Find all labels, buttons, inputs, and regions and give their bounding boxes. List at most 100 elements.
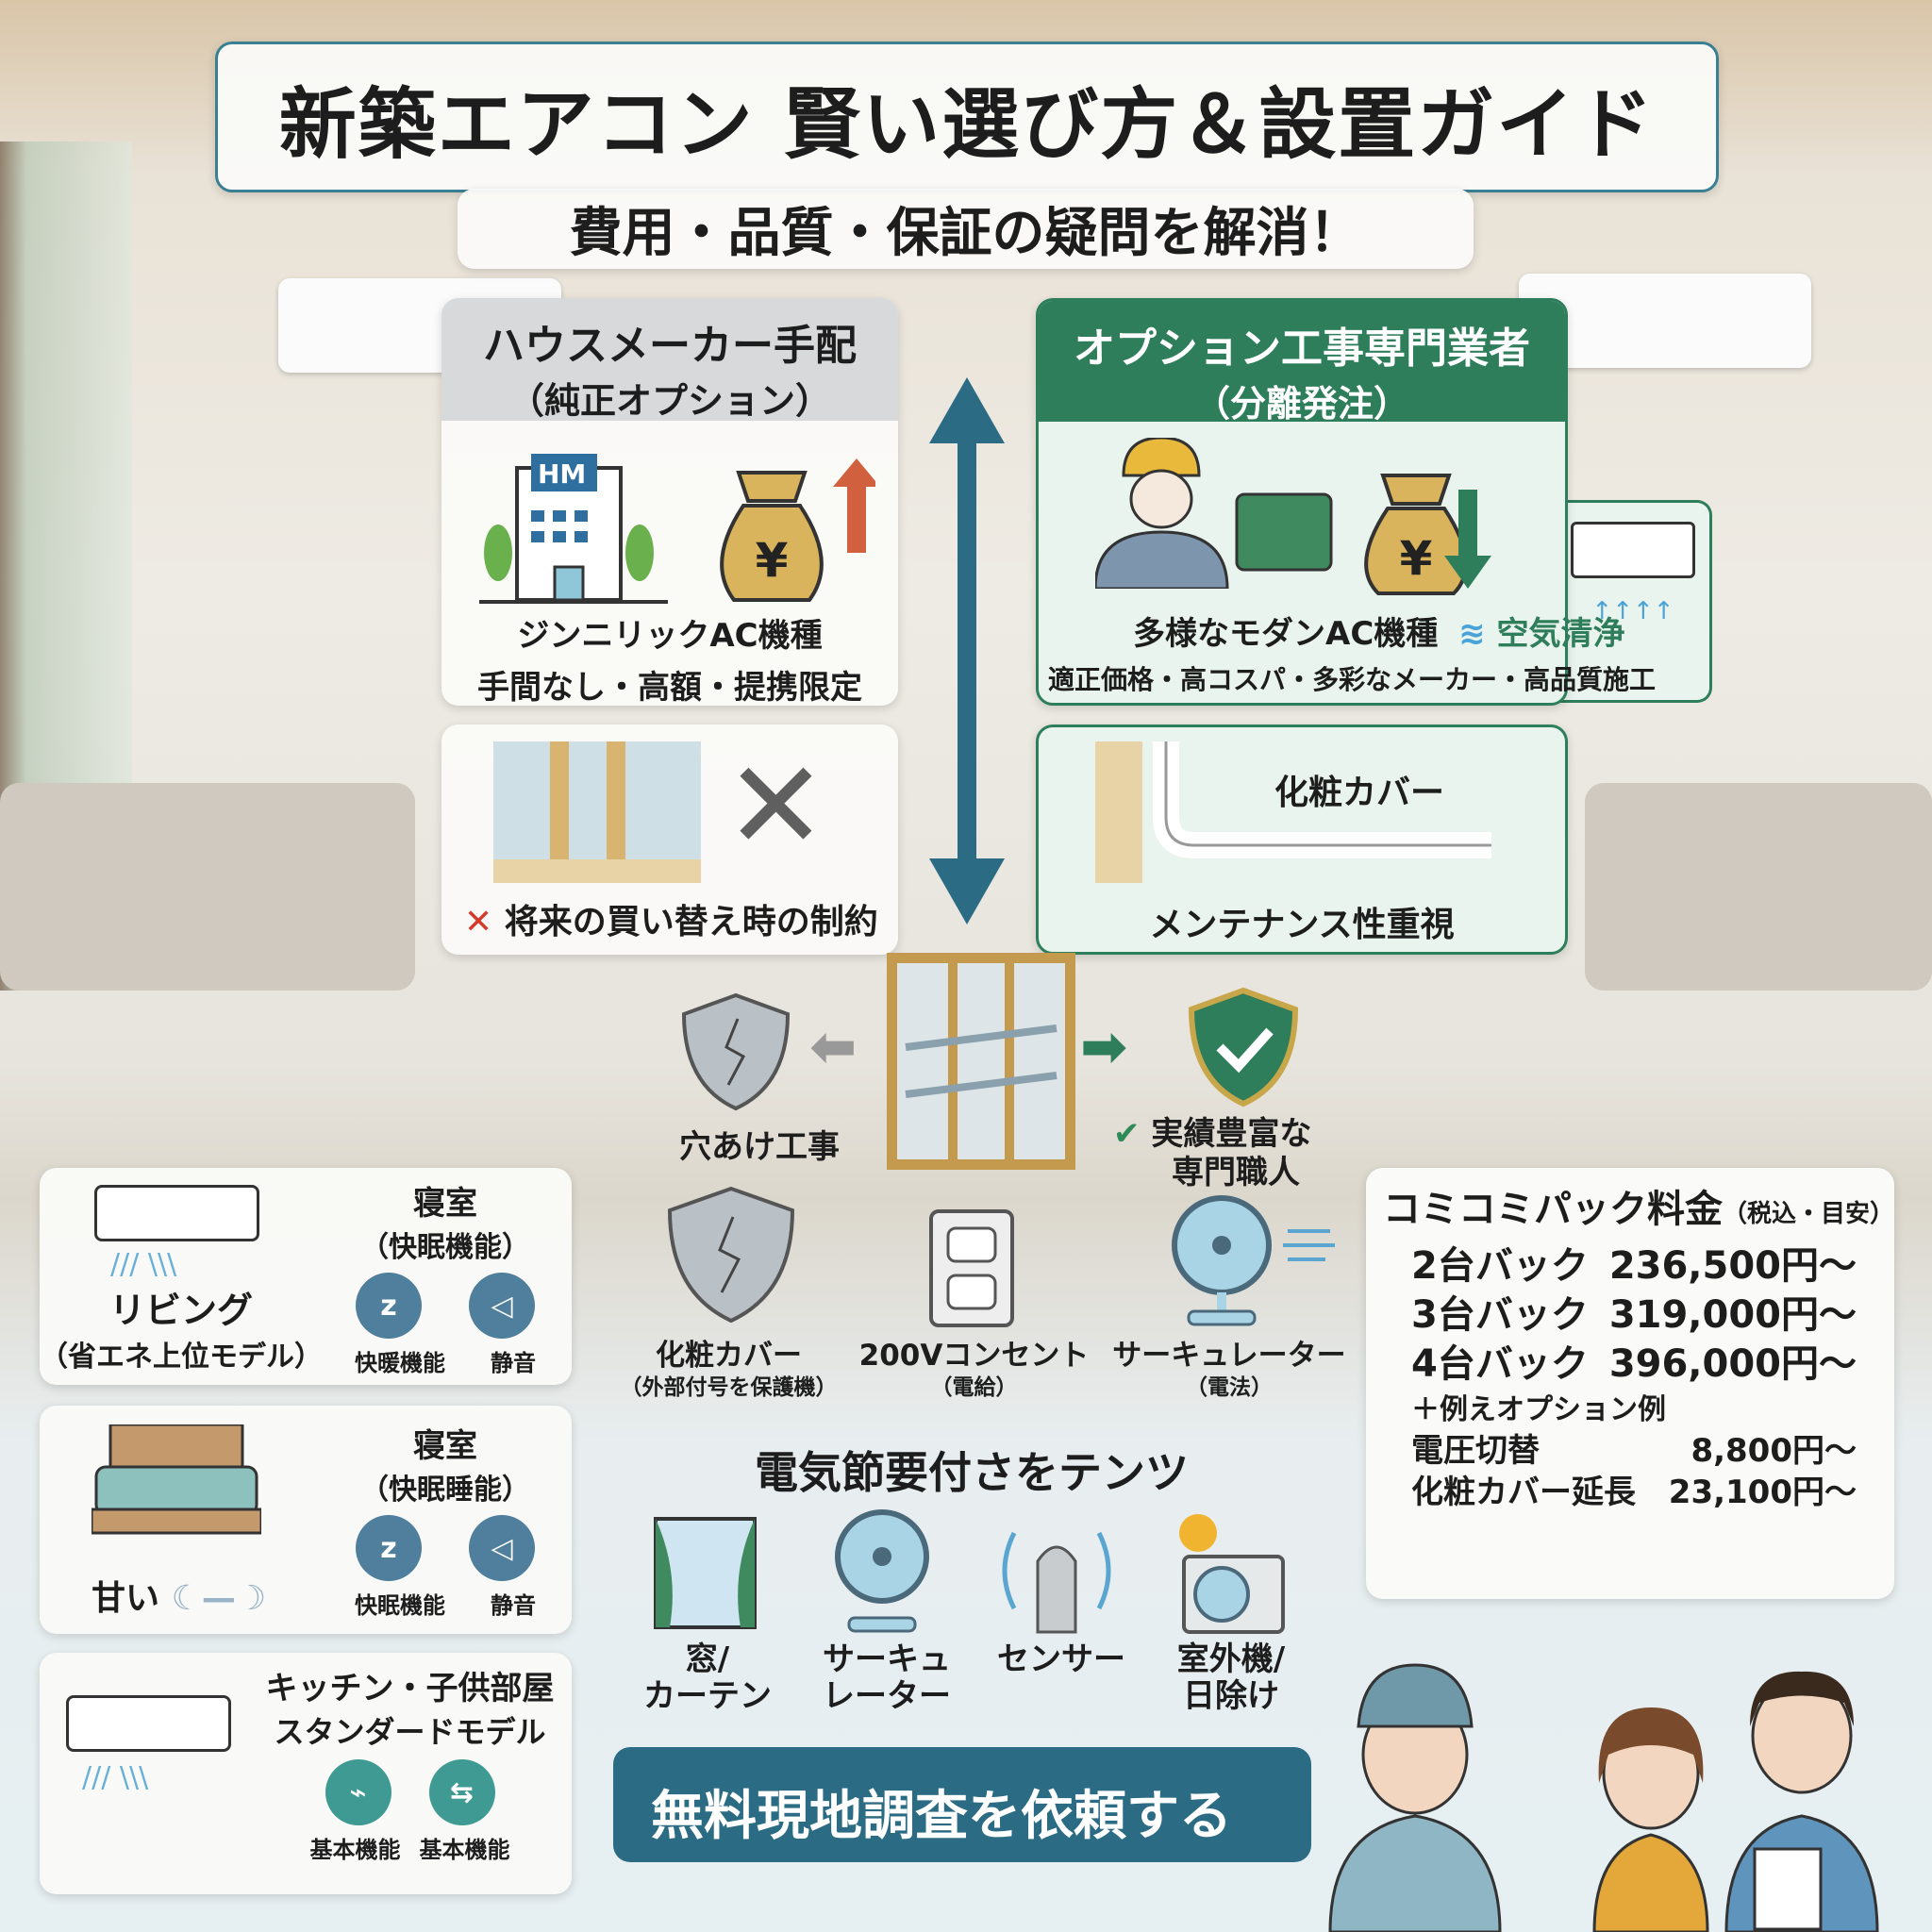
drilling-label: 穴あけ工事 [679,1128,840,1166]
room-card-bedroom: 甘い ☾—☽ 寝室 （快眠睡能） z◁ 快眠機能静音 [40,1406,572,1634]
pro-text: メンテナンス性重視 [1149,906,1455,944]
options-heading: ＋例えオプション例 [1411,1393,1666,1426]
house-maker-panel: ハウスメーカー手配 （純正オプション） HM ¥ ジンニリックAC機種 手間なし… [441,298,898,706]
page-subtitle: 費用・品質・保証の疑問を解消！ [569,203,1362,264]
option-outlet: 200Vコンセント（電給） [854,1338,1094,1402]
specialist-pro: 化粧カバー メンテナンス性重視 [1036,724,1568,955]
staff-and-customers-illustration [1328,1663,1879,1932]
red-x-icon: ✕ [464,903,493,941]
speaker-icon: ◁ [469,1273,535,1339]
airflow-icon: /// \\\ [82,1761,149,1794]
feature-label: 快暖機能 [355,1350,445,1376]
saving-item: サーキュ レーター [823,1641,951,1716]
panel-line1: ジンニリックAC機種 [517,617,823,655]
ac-unit-icon [94,1185,259,1241]
option-sub: （電給） [930,1374,1018,1400]
pack-row: 2台バック 236,500円～ [1411,1243,1857,1289]
arrows-icon: ⇆ [428,1759,495,1825]
experienced-line1: 実績豊富な [1151,1115,1312,1153]
check-shield-icon [1188,987,1299,1108]
cover-shield-icon [667,1186,795,1324]
panel-subheading: （純正オプション） [508,380,831,422]
sleep-icon: z [356,1273,422,1339]
air-icon: ≋ [1458,615,1486,653]
option-price-row: 化粧カバー延長 23,100円～ [1411,1474,1857,1512]
room-card-kitchen: /// \\\ キッチン・子供部屋 スタンダードモデル ⌁ ⇆ 基本機能基本機能 [40,1653,572,1894]
pricing-title: コミコミパック料金 [1383,1188,1723,1231]
airflow-icon: /// \\\ [110,1248,177,1281]
arrow-left-icon: ⬅ [809,1014,858,1080]
pack-row: 4台バック 396,000円～ [1411,1341,1857,1387]
node-icon: ⌁ [325,1759,391,1825]
saving-heading: 電気節要付さをテンツ [755,1447,1189,1498]
check-icon: ✔ [1113,1115,1141,1153]
circulator-icon [835,1509,929,1633]
subtitle-box: 費用・品質・保証の疑問を解消！ [458,189,1474,269]
wall-frame-icon [887,953,1075,1170]
option-price: 23,100円～ [1668,1474,1857,1512]
moon-icon: ☾—☽ [159,1579,267,1618]
option-sub: （電法） [1186,1374,1273,1400]
window-frame-icon [493,741,701,883]
option-sub: （外部付号を保護機） [620,1374,838,1400]
room-sub: （省エネ上位モデル） [40,1341,323,1374]
outlet-icon [929,1209,1014,1327]
option-price-label: 電圧切替 [1411,1431,1540,1470]
sensor-icon [1002,1531,1111,1634]
panel-heading: ハウスメーカー手配 [483,322,857,370]
saving-item: 室外機/ 日除け [1176,1641,1286,1716]
building-icon [479,454,668,604]
option-price-row: 電圧切替 8,800円～ [1411,1432,1857,1471]
feature-label: 基本機能 [309,1837,401,1863]
pack-price: 396,000円～ [1608,1342,1857,1386]
saving-item: 窓/ カーテン [643,1641,772,1716]
ac-unit-icon [66,1695,231,1752]
pack-price: 319,000円～ [1608,1293,1857,1337]
arrow-right-icon: ➡ [1080,1014,1128,1080]
room-right-title: 寝室 [413,1185,477,1223]
air-purifier-ac-icon: ↑↑↑↑ [1557,500,1712,703]
pricing-note: （税込・目安） [1723,1200,1895,1228]
house-maker-con: ✕ ✕ 将来の買い替え時の制約 [441,724,898,955]
cracked-shield-icon [681,992,791,1111]
con-text: 将来の買い替え時の制約 [504,903,878,941]
svg-text:¥: ¥ [1400,531,1433,586]
speaker-icon: ◁ [469,1515,535,1581]
page-title: 新築エアコン 賢い選び方＆設置ガイド [278,79,1656,170]
pricing-card: コミコミパック料金（税込・目安） 2台バック 236,500円～ 3台バック 319… [1366,1168,1894,1599]
hm-label: HM [538,458,587,490]
money-bag-down-icon: ¥ [1364,474,1491,595]
saving-item: センサー [997,1641,1125,1678]
free-survey-button[interactable]: 無料現地調査を依頼する [613,1747,1311,1862]
experienced-line2: 専門職人 [1172,1153,1300,1191]
sofa-right [1585,783,1932,991]
room-right-sub: スタンダードモデル [274,1714,546,1750]
title-box: 新築エアコン 賢い選び方＆設置ガイド [215,42,1719,192]
room-right-sub: （快眠機能） [360,1231,530,1264]
room-card-living: /// \\\ リビング （省エネ上位モデル） 寝室 （快眠機能） z◁ 快暖機… [40,1168,572,1385]
feature-label: 静音 [491,1350,536,1376]
pack-label: 4台バック [1411,1342,1589,1386]
option-price-label: 化粧カバー延長 [1411,1474,1636,1512]
panel-subheading: （分離発注） [1193,383,1409,425]
pack-price: 236,500円～ [1608,1244,1857,1288]
pipe-cover-icon [1095,741,1491,883]
sleep-icon: z [356,1515,422,1581]
option-label: 200Vコンセント [858,1339,1090,1373]
option-label: サーキュレーター [1112,1339,1346,1373]
option-label: 化粧カバー [656,1339,802,1373]
worker-icon [1095,438,1333,589]
panel-line2: 適正価格・高コスパ・多彩なメーカー・高品質施工 [1048,664,1657,695]
money-bag-up-icon: ¥ [720,458,875,602]
room-right-title: キッチン・子供部屋 [265,1670,555,1707]
feature-label: 基本機能 [419,1837,510,1863]
air-clean-label: 空気清浄 [1496,615,1625,653]
room-right-sub: （快眠睡能） [360,1474,530,1507]
panel-line2: 手間なし・高額・提携限定 [477,669,862,706]
specialist-panel: オプション工事専門業者 （分離発注） ¥ 多様なモダンAC機種 ≋ 空気清浄 適… [1036,298,1656,706]
room-right-title: 寝室 [413,1427,477,1465]
feature-label: 静音 [491,1592,536,1619]
option-price: 8,800円～ [1690,1431,1857,1470]
pack-label: 3台バック [1411,1293,1589,1337]
pack-label: 2台バック [1411,1244,1589,1288]
